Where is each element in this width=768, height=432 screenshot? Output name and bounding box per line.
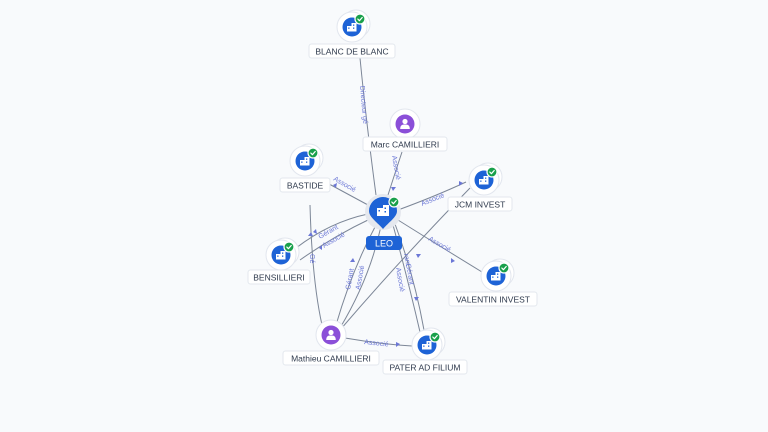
building-icon bbox=[422, 341, 432, 350]
edge-label-pater-top: rant bbox=[402, 253, 411, 266]
verified-check-icon bbox=[429, 331, 441, 343]
arrow-bastide bbox=[333, 183, 337, 188]
edge-label-pater-2: Associé bbox=[394, 267, 405, 292]
node-jcm[interactable]: JCM INVEST bbox=[447, 162, 513, 212]
arrow-bens-left bbox=[313, 229, 317, 234]
edge-leo-blanc bbox=[359, 57, 377, 196]
building-icon bbox=[300, 157, 310, 166]
arrow-pater-2 bbox=[416, 254, 421, 258]
edge-leo-bens-2 bbox=[299, 218, 371, 261]
center-node-leo[interactable]: LEO bbox=[365, 194, 402, 250]
node-label: BASTIDE bbox=[287, 181, 324, 191]
node-label: BLANC DE BLANC bbox=[315, 47, 388, 57]
node-mathieu[interactable]: Mathieu CAMILLIERI bbox=[282, 319, 380, 366]
node-bastide[interactable]: BASTIDE bbox=[279, 143, 331, 193]
edge-label-math-bens: Gé bbox=[308, 254, 315, 263]
node-label: Marc CAMILLIERI bbox=[371, 140, 440, 150]
building-icon bbox=[491, 272, 501, 281]
edge-label-math-1: Gérant bbox=[345, 268, 356, 290]
node-label: VALENTIN INVEST bbox=[456, 295, 530, 305]
node-blanc[interactable]: BLANC DE BLANC bbox=[308, 9, 396, 59]
node-label-box bbox=[362, 136, 448, 152]
edge-math-pater bbox=[344, 337, 413, 347]
arrow-bens-left2 bbox=[319, 245, 322, 250]
edge-leo-valentin bbox=[397, 219, 483, 273]
arrow-math-up bbox=[350, 258, 355, 262]
node-label: PATER AD FILIUM bbox=[389, 363, 460, 373]
verified-check-icon bbox=[498, 262, 510, 274]
node-label-box bbox=[282, 350, 380, 366]
verified-check-icon bbox=[388, 196, 400, 208]
verified-check-icon bbox=[354, 13, 366, 25]
node-label-box bbox=[308, 43, 396, 59]
verified-check-icon bbox=[486, 166, 498, 178]
edge-leo-marc bbox=[387, 151, 403, 196]
node-label-box bbox=[448, 291, 538, 307]
building-icon bbox=[347, 23, 357, 32]
arrow-math-pater bbox=[396, 342, 400, 347]
arrow-valentin bbox=[451, 258, 455, 263]
edge-label-math-2: Associé bbox=[355, 265, 366, 290]
arrow-pater-1 bbox=[414, 297, 419, 301]
nodes: BLANC DE BLANC Marc CAMILLIERI BASTIDE JCM … bbox=[247, 9, 538, 375]
edge-leo-bens-1 bbox=[295, 213, 369, 249]
edge-label-valentin: Associé bbox=[427, 236, 452, 254]
center-label-tag bbox=[366, 236, 402, 250]
verified-check-icon bbox=[307, 147, 319, 159]
edge-leo-math-1 bbox=[335, 224, 377, 326]
node-label: Mathieu CAMILLIERI bbox=[291, 354, 371, 364]
node-label: JCM INVEST bbox=[455, 200, 506, 210]
node-label: BENSILLIERI bbox=[253, 273, 305, 283]
edge-label-blanc: Directeur gé bbox=[358, 86, 368, 125]
building-icon bbox=[276, 251, 286, 260]
building-icon bbox=[479, 176, 489, 185]
arrow-math-bens bbox=[308, 232, 313, 236]
edge-label-jcm: Associé bbox=[420, 192, 445, 208]
person-icon bbox=[400, 118, 410, 129]
edge-label-marc: Associé bbox=[390, 155, 401, 180]
arrow-marc bbox=[391, 187, 396, 191]
node-label-box bbox=[447, 196, 513, 212]
node-label-box bbox=[279, 177, 331, 193]
edge-math-bens bbox=[309, 204, 323, 326]
node-label-box bbox=[382, 359, 468, 375]
node-marc[interactable]: Marc CAMILLIERI bbox=[362, 108, 448, 152]
edge-leo-pater-2 bbox=[394, 223, 425, 331]
edge-label-math-pater: Associé bbox=[364, 339, 389, 349]
person-icon bbox=[326, 329, 336, 340]
edge-label-pater-1: Gérant bbox=[404, 263, 415, 285]
building-icon bbox=[377, 205, 389, 216]
arrow-jcm bbox=[459, 181, 463, 186]
edge-arrows bbox=[308, 181, 463, 347]
node-valentin[interactable]: VALENTIN INVEST bbox=[448, 258, 538, 307]
verified-check-icon bbox=[283, 241, 295, 253]
node-bensillieri[interactable]: BENSILLIERI bbox=[247, 237, 311, 285]
center-label: LEO bbox=[375, 239, 393, 249]
node-pater[interactable]: PATER AD FILIUM bbox=[382, 327, 468, 375]
node-label-box bbox=[247, 269, 311, 285]
